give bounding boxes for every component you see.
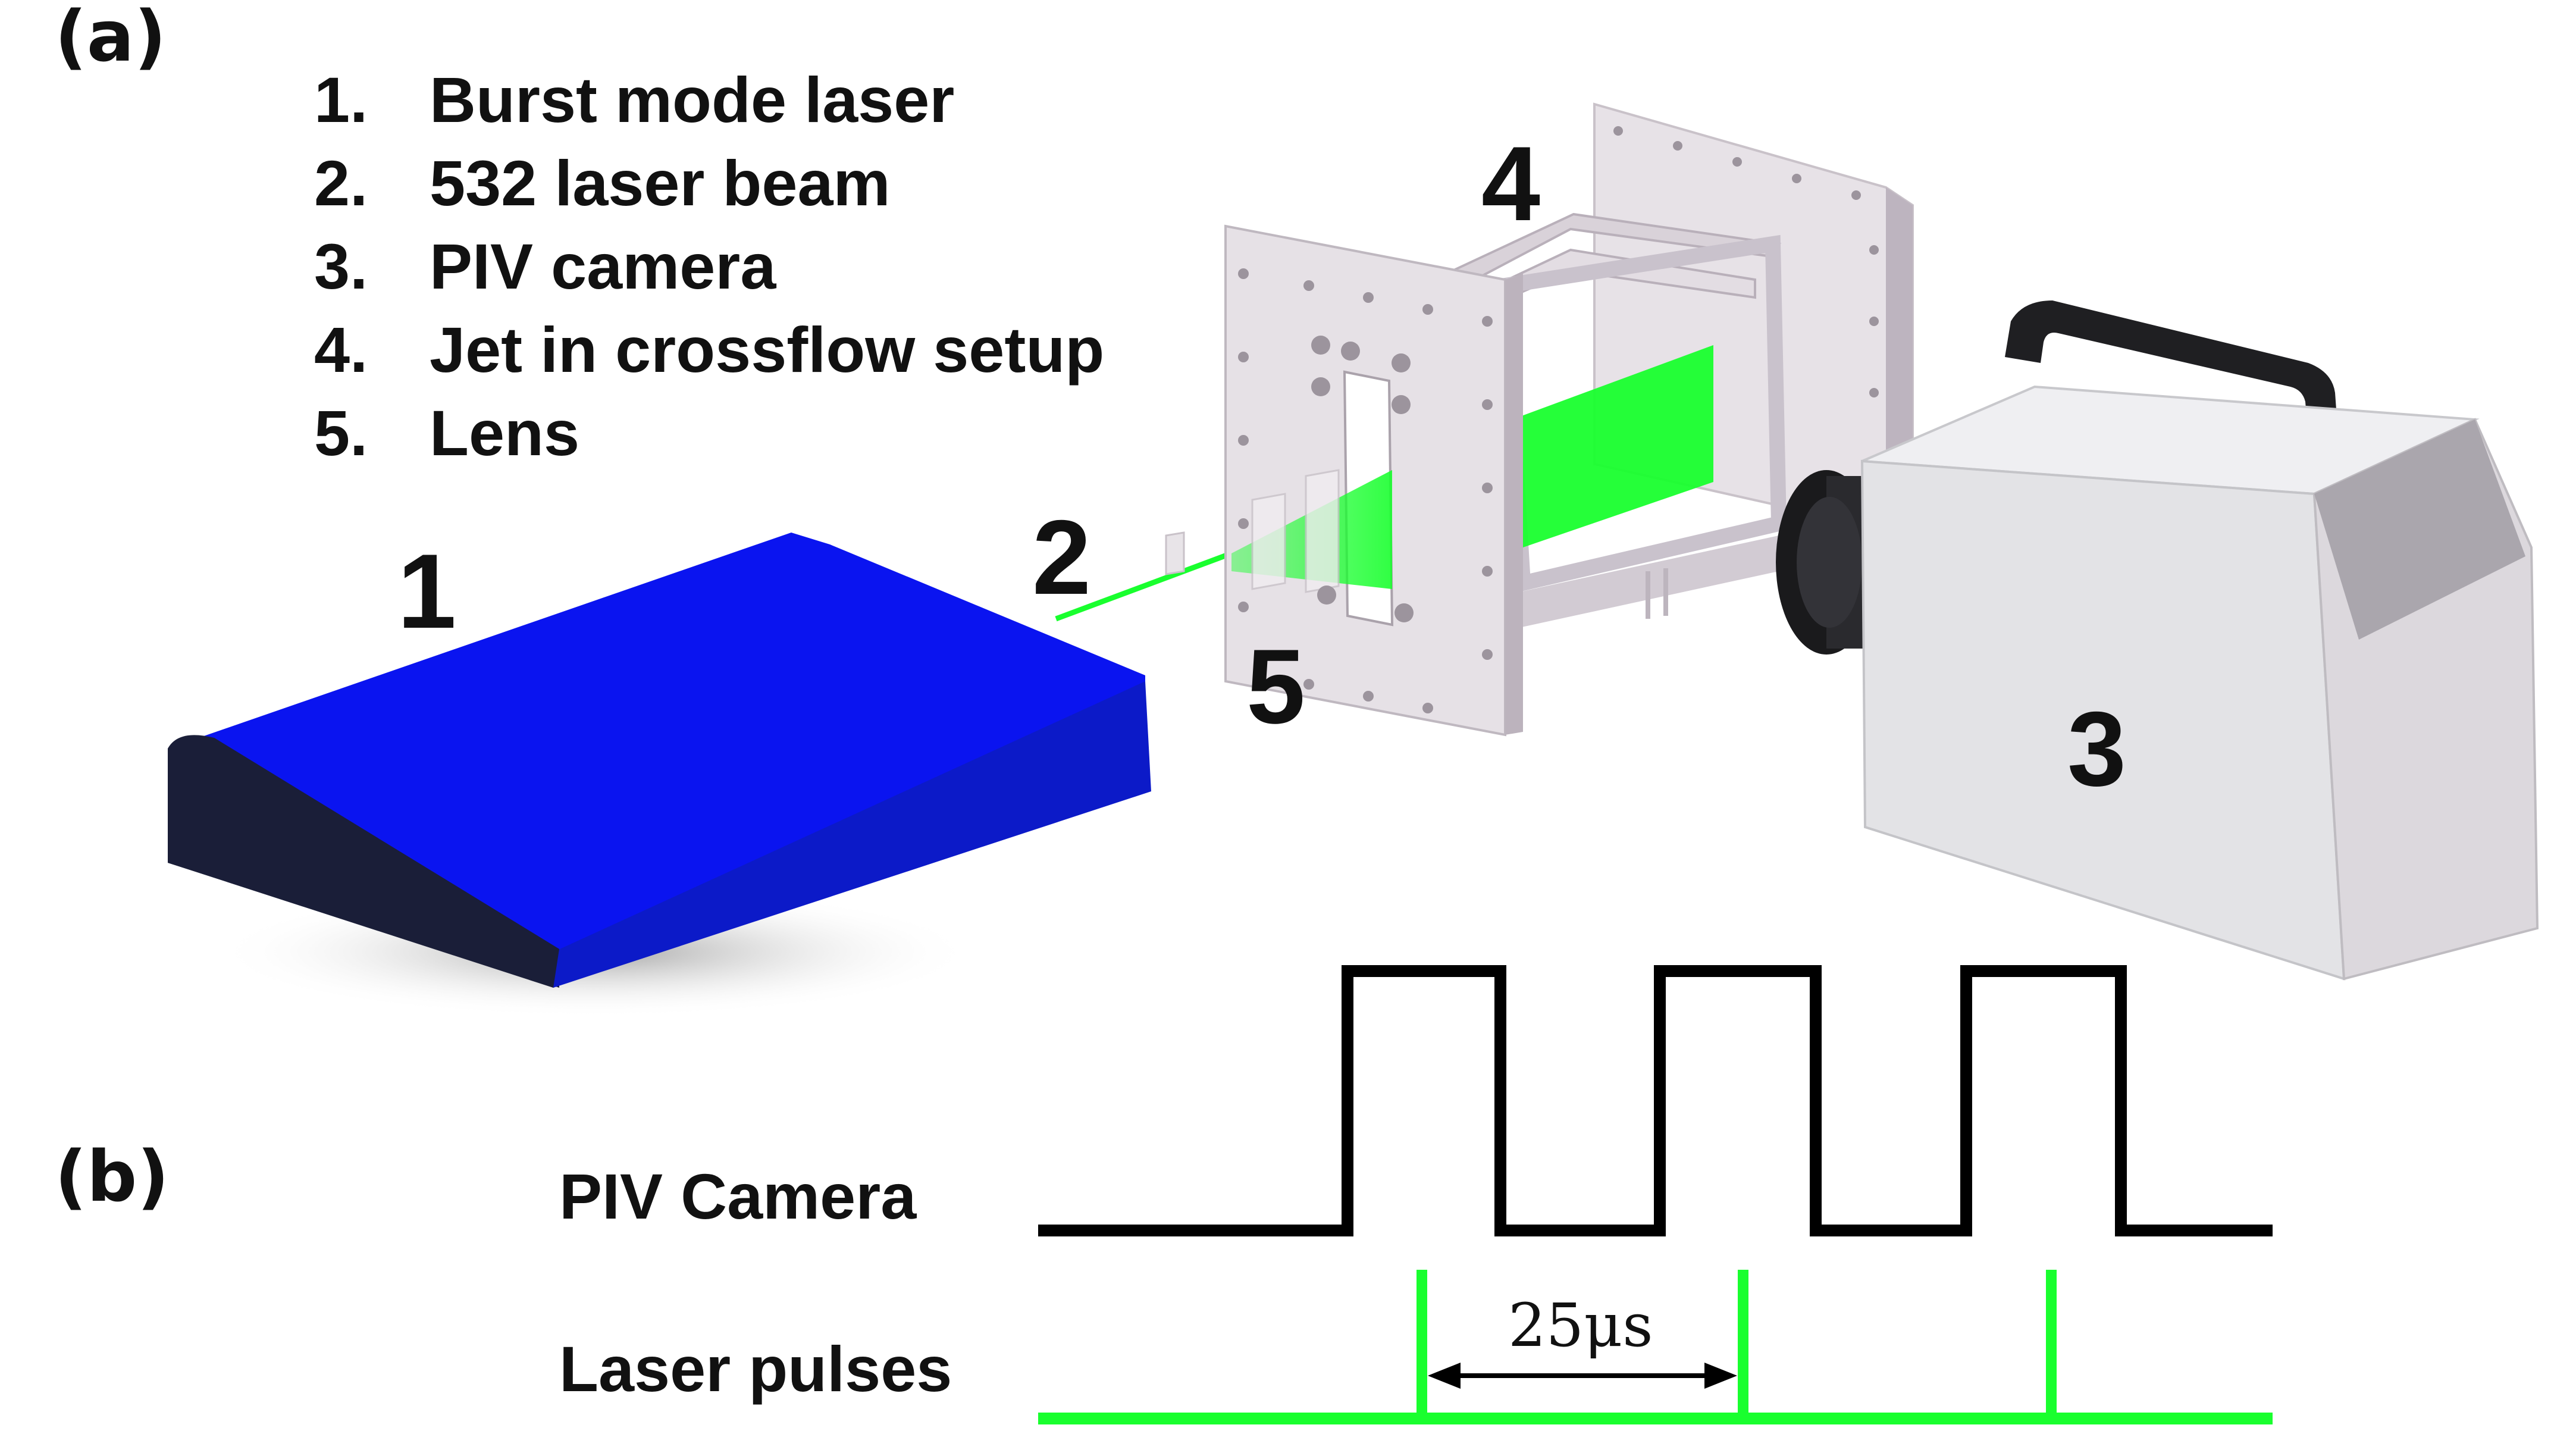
- panel-label-a: (a): [55, 0, 167, 77]
- camera-side-bevel: [2314, 419, 2525, 640]
- front-plate-holes: [1238, 268, 1493, 713]
- legend-item-1: Burst mode laser: [430, 64, 954, 136]
- callout-1-laser: 1: [397, 532, 456, 650]
- test-section-bottom: [1505, 536, 1779, 631]
- legend-item-5: Lens: [430, 397, 579, 469]
- signal-label-camera: PIV Camera: [559, 1160, 917, 1232]
- callout-2-beam: 2: [1032, 498, 1091, 616]
- signal-label-laser: Laser pulses: [559, 1333, 952, 1405]
- burst-mode-laser: [168, 533, 1151, 988]
- lens-element-c: [1305, 469, 1340, 593]
- panel-label-b: (b): [55, 1135, 169, 1217]
- component-legend: 1. Burst mode laser 2. 532 laser beam 3.…: [314, 64, 1104, 469]
- callout-4-setup: 4: [1481, 124, 1540, 243]
- interval-arrow: [1428, 1363, 1737, 1389]
- callout-3-camera: 3: [2067, 690, 2126, 808]
- legend-num-4: 4.: [314, 314, 368, 386]
- legend-item-4: Jet in crossflow setup: [430, 314, 1104, 386]
- laser-rounded-edge: [168, 735, 559, 988]
- callout-5-lens: 5: [1246, 627, 1305, 746]
- laser-beam: [1055, 550, 1233, 622]
- camera-lens-ring: [1797, 497, 1862, 628]
- arrowhead-right: [1704, 1363, 1737, 1389]
- laser-side-face: [553, 681, 1151, 988]
- camera-exposure-signal: [1038, 965, 2273, 1236]
- interval-label: 25μs: [1508, 1291, 1653, 1360]
- lens-element-a: [1165, 531, 1185, 575]
- legend-num-5: 5.: [314, 397, 368, 469]
- camera-handle: [2005, 300, 2338, 437]
- legend-num-1: 1.: [314, 64, 368, 136]
- legend-item-3: PIV camera: [430, 230, 776, 302]
- piv-camera: [1776, 300, 2539, 981]
- timing-diagram: PIV Camera Laser pulses 25μs: [559, 965, 2273, 1424]
- legend-item-2: 532 laser beam: [430, 147, 891, 219]
- jet-in-crossflow-setup: [1165, 102, 1914, 737]
- legend-num-2: 2.: [314, 147, 368, 219]
- legend-num-3: 3.: [314, 230, 368, 302]
- light-sheet: [1520, 345, 1713, 547]
- front-plate-edge: [1505, 274, 1523, 735]
- arrowhead-left: [1428, 1363, 1461, 1389]
- lens-element-b: [1251, 493, 1286, 590]
